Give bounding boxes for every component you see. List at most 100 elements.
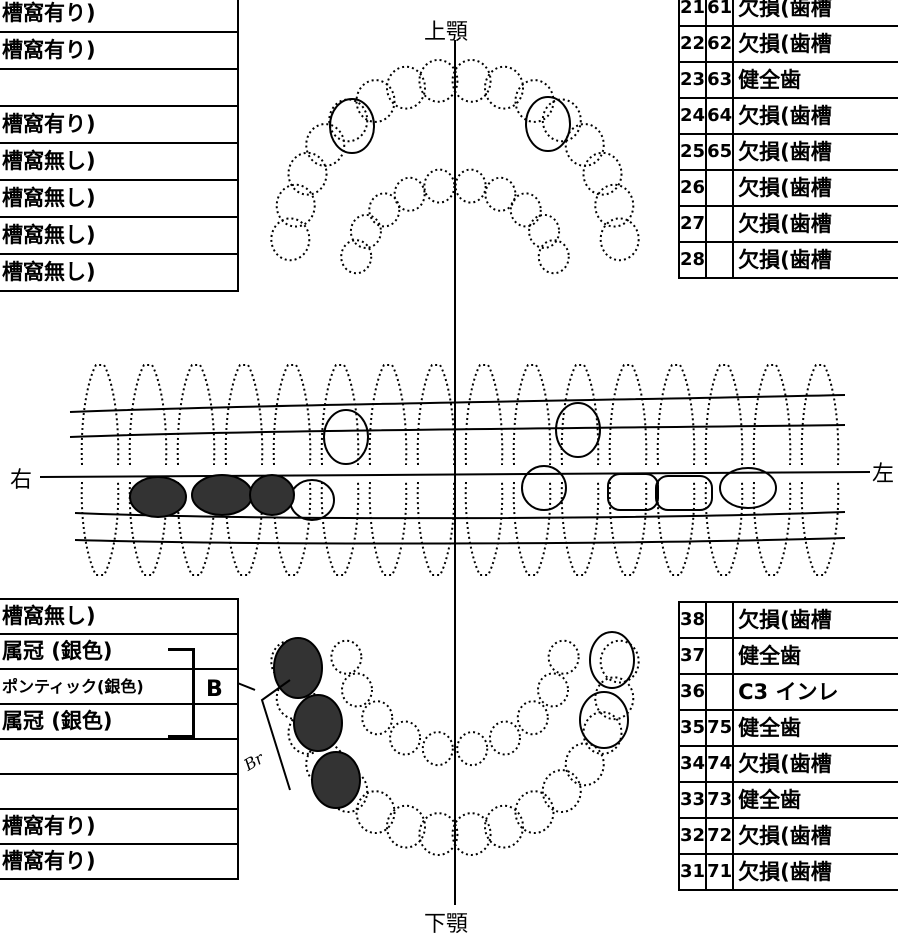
tooth-outline — [368, 192, 401, 228]
cell-tooth-deciduous: 63 — [705, 61, 735, 99]
table-row — [0, 773, 239, 810]
lower-tooth-side — [176, 481, 216, 576]
cell-status: 欠損(歯槽 — [732, 853, 898, 891]
tooth-outline — [393, 176, 426, 212]
tooth-outline — [528, 213, 561, 249]
cell-tooth-deciduous: 62 — [705, 25, 735, 63]
tooth-outline — [385, 65, 426, 110]
cell-status: 欠損(歯槽 — [732, 205, 898, 243]
upper-tooth-side — [608, 364, 648, 466]
upper-tooth-side — [704, 364, 744, 466]
cell-status — [0, 738, 239, 775]
tooth-outline — [328, 769, 369, 813]
cell-tooth-deciduous: 73 — [705, 781, 735, 819]
bridge-label: B — [206, 677, 223, 702]
lower-gum-line-2 — [74, 537, 846, 545]
cell-tooth-permanent: 21 — [677, 0, 708, 27]
lower-tooth-side — [704, 481, 744, 576]
lower-tooth-side — [272, 481, 312, 576]
cell-tooth-permanent: 25 — [677, 133, 708, 171]
cell-tooth-permanent: 35 — [677, 709, 708, 747]
tooth-outline — [389, 720, 422, 756]
cell-status: 欠損(歯槽 — [732, 0, 898, 27]
table-row: 槽窩有り) — [0, 843, 239, 880]
cell-tooth-deciduous: 65 — [705, 133, 735, 171]
tooth-outline — [270, 217, 311, 262]
cell-status: 欠損(歯槽 — [732, 241, 898, 279]
cell-status: 槽窩無し) — [0, 253, 239, 292]
cell-tooth-permanent: 36 — [677, 673, 708, 711]
table-row: 槽窩無し) — [0, 216, 239, 255]
bridge-bracket — [168, 648, 195, 738]
lower-tooth-side — [368, 481, 408, 576]
lower-tooth-side — [512, 481, 552, 576]
tooth-outline — [484, 176, 517, 212]
lower-tooth-side — [464, 481, 504, 576]
cell-tooth-permanent: 22 — [677, 25, 708, 63]
tooth-outline — [541, 769, 582, 813]
cell-tooth-deciduous: 61 — [705, 0, 735, 27]
cell-tooth-deciduous: 71 — [705, 853, 735, 891]
lower-tooth-side — [608, 481, 648, 576]
cell-tooth-deciduous: 72 — [705, 817, 735, 855]
cell-tooth-permanent: 38 — [677, 601, 708, 639]
tooth-outline — [340, 672, 373, 708]
cell-status: 槽窩有り) — [0, 808, 239, 845]
cell-status: 槽窩有り) — [0, 843, 239, 880]
cell-tooth-permanent: 28 — [677, 241, 708, 279]
cell-status: C3 インレ — [732, 673, 898, 711]
upper-tooth-side — [80, 364, 120, 466]
table-row — [0, 68, 239, 107]
left-side-label: 左 — [872, 462, 895, 487]
cell-tooth-deciduous: 75 — [705, 709, 735, 747]
cell-status — [0, 773, 239, 810]
cell-status: 槽窩無し) — [0, 216, 239, 255]
upper-tooth-side — [272, 364, 312, 466]
cell-tooth-deciduous — [705, 205, 735, 243]
cell-tooth-deciduous — [705, 601, 735, 639]
upper-tooth-side — [368, 364, 408, 466]
tooth-outline — [599, 639, 640, 684]
upper-tooth-side — [224, 364, 264, 466]
cell-status: 属冠 (銀色) — [0, 703, 239, 740]
cell-status: 欠損(歯槽 — [732, 97, 898, 135]
side-view-teeth — [80, 364, 840, 576]
tooth-outline — [328, 98, 369, 143]
tooth-outline — [537, 239, 570, 275]
tooth-outline — [564, 123, 605, 167]
table-row: 槽窩有り) — [0, 0, 239, 33]
tooth-outline — [514, 790, 555, 835]
table-row: 槽窩無し) — [0, 142, 239, 181]
cell-tooth-permanent: 24 — [677, 97, 708, 135]
tooth-outline — [287, 151, 328, 196]
upper-tooth-side — [752, 364, 792, 466]
cell-tooth-permanent: 27 — [677, 205, 708, 243]
upper-tooth-side — [464, 364, 504, 466]
cell-tooth-deciduous — [705, 673, 735, 711]
cell-tooth-deciduous — [705, 241, 735, 279]
tooth-outline — [582, 711, 623, 755]
lower-tooth-side — [320, 481, 360, 576]
tooth-outline — [537, 672, 570, 708]
tooth-outline — [599, 217, 640, 262]
cell-status: 健全歯 — [732, 61, 898, 99]
tooth-outline — [484, 804, 525, 849]
cell-status: 健全歯 — [732, 709, 898, 747]
cell-tooth-permanent: 31 — [677, 853, 708, 891]
right-side-label: 右 — [10, 468, 33, 493]
tooth-outline — [484, 65, 525, 110]
upper-jaw-label: 上顎 — [424, 20, 469, 45]
tooth-outline — [275, 183, 316, 228]
cell-status: 槽窩有り) — [0, 0, 239, 33]
tooth-outline — [361, 700, 394, 736]
table-row — [0, 738, 239, 775]
